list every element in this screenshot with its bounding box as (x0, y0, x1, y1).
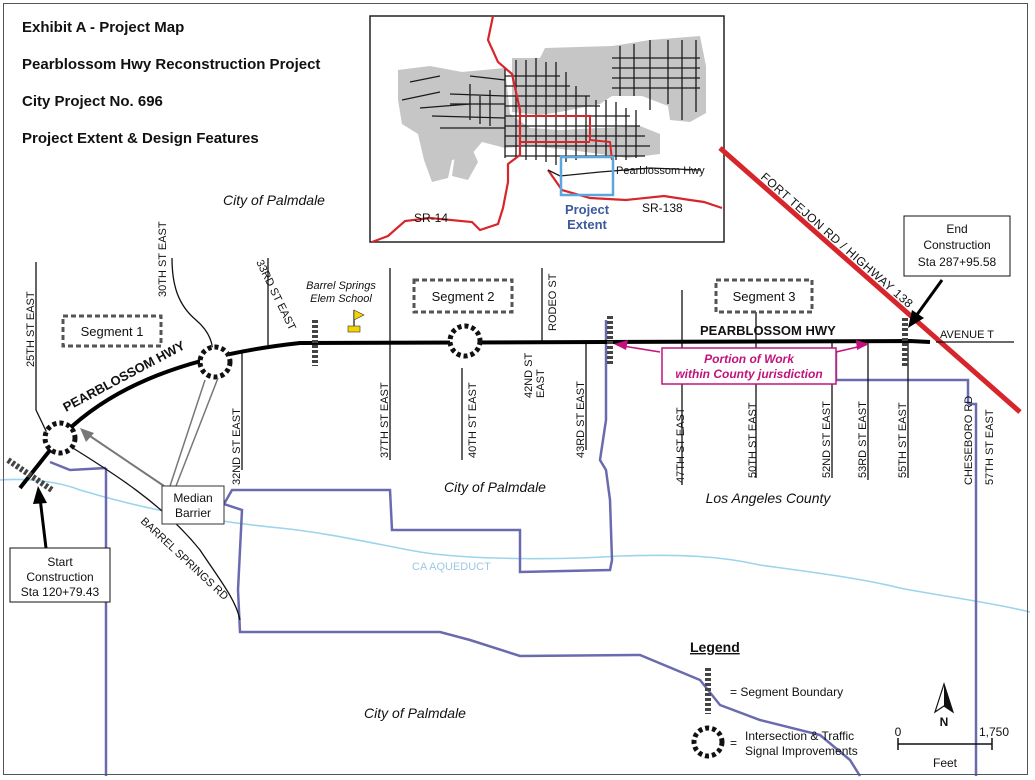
intersection-markers (42, 323, 483, 456)
legend-intersection-label: Signal Improvements (745, 744, 858, 758)
street-47th-label: 47TH ST EAST (675, 407, 687, 483)
inset-project-extent-label: Extent (567, 217, 607, 232)
school-label-line2: Elem School (310, 293, 372, 305)
street-32nd-label: 32ND ST EAST (231, 408, 243, 485)
inset-sr14-label: SR-14 (414, 211, 448, 225)
county-jurisdiction-callout: Portion of Work within County jurisdicti… (614, 340, 869, 385)
scale-max-label: 1,750 (979, 725, 1009, 739)
scale-zero-label: 0 (895, 725, 902, 739)
exhibit-title: Exhibit A - Project Map (22, 19, 185, 36)
start-construction-callout: Start Construction Sta 120+79.43 (9, 486, 111, 603)
school-flag-icon (347, 309, 365, 333)
street-50th-label: 50TH ST EAST (747, 402, 759, 478)
scale-bar: 0 1,750 Feet (895, 725, 1010, 770)
start-construction-label: Construction (26, 570, 93, 584)
street-33rd-label: 33RD ST EAST (253, 258, 298, 333)
barrel-springs-rd-label: BARREL SPRINGS RD (138, 515, 230, 602)
median-barrier-label: Median (173, 491, 212, 505)
school-label-line1: Barrel Springs (306, 280, 376, 292)
inset-project-extent-label: Project (565, 202, 610, 217)
segment-boundary (6, 457, 54, 493)
inset-city-area (432, 148, 448, 180)
inset-sr138 (547, 169, 723, 210)
street-rodeo-label: RODEO ST (547, 273, 559, 331)
legend-segment-boundary-label: = Segment Boundary (730, 685, 843, 699)
aqueduct (0, 478, 1031, 613)
street-43rd-label: 43RD ST EAST (575, 381, 587, 458)
city-palmdale-mid-label: City of Palmdale (444, 479, 546, 495)
inset-pearblossom-road (547, 167, 701, 177)
legend-intersection-label: Intersection & Traffic (745, 729, 854, 743)
project-subtitle: Project Extent & Design Features (22, 130, 259, 147)
inset-city-area (452, 144, 478, 180)
inset-project-extent-box (559, 155, 615, 197)
end-station-label: Sta 287+95.58 (918, 255, 997, 269)
street-30th-label: 30TH ST EAST (157, 221, 169, 297)
scale-unit-label: Feet (933, 756, 958, 770)
city-palmdale-top-label: City of Palmdale (223, 192, 325, 208)
los-angeles-county-label: Los Angeles County (706, 490, 832, 506)
inset-sr14 (371, 15, 522, 244)
legend-title: Legend (690, 639, 740, 655)
aqueduct-label: CA AQUEDUCT (412, 561, 491, 573)
end-construction-callout: End Construction Sta 287+95.58 (903, 215, 1011, 328)
legend-equals: = (730, 736, 737, 750)
street-53rd-label: 53RD ST EAST (857, 401, 869, 478)
segment-2-label: Segment 2 (432, 289, 495, 304)
avenue-t-label: AVENUE T (940, 329, 994, 341)
county-work-label: Portion of Work (704, 352, 795, 366)
street-cheseboro-label: CHESEBORO RD (963, 396, 975, 485)
project-number: City Project No. 696 (22, 93, 163, 110)
city-palmdale-bottom-label: City of Palmdale (364, 705, 466, 721)
end-construction-label: Construction (923, 238, 990, 252)
segment-boxes: Segment 1 Segment 2 Segment 3 (61, 278, 814, 348)
north-label: N (940, 715, 949, 729)
intersection-marker (447, 323, 483, 359)
median-barrier-label: Barrier (175, 506, 211, 520)
city-boundary (49, 320, 978, 777)
north-arrow-icon: N (933, 682, 955, 729)
end-construction-label: End (946, 222, 967, 236)
street-42nd-label: 42ND ST (523, 352, 535, 398)
inset-red-route (520, 115, 613, 161)
street-52nd-label: 52ND ST EAST (821, 401, 833, 478)
street-40th-label: 40TH ST EAST (467, 382, 479, 458)
pearblossom-hwy-label: PEARBLOSSOM HWY (700, 323, 836, 338)
inset-map: SR-14 SR-138 Pearblossom Hwy Project Ext… (369, 15, 725, 244)
intersection-marker (197, 344, 233, 380)
fort-tejon-road (718, 146, 1022, 414)
inset-sr138-label: SR-138 (642, 201, 683, 215)
street-37th-label: 37TH ST EAST (379, 382, 391, 458)
median-barrier-callout: Median Barrier (80, 377, 225, 525)
legend-intersection-symbol (691, 725, 725, 759)
intersection-marker (42, 420, 78, 456)
county-work-label: within County jurisdiction (675, 367, 822, 381)
street-57th-label: 57TH ST EAST (984, 409, 996, 485)
street-25th-label: 25TH ST EAST (25, 291, 37, 367)
pearblossom-hwy (18, 338, 931, 490)
inset-pearblossom-label: Pearblossom Hwy (616, 165, 705, 177)
street-55th-label: 55TH ST EAST (897, 402, 909, 478)
area-labels: City of Palmdale City of Palmdale Los An… (223, 192, 831, 721)
segment-boundaries (6, 316, 908, 493)
start-station-label: Sta 120+79.43 (21, 585, 100, 599)
legend: Legend = Segment Boundary = Intersection… (690, 639, 858, 759)
segment-1-label: Segment 1 (81, 324, 144, 339)
segment-3-label: Segment 3 (733, 289, 796, 304)
start-construction-label: Start (47, 555, 73, 569)
pearblossom-hwy-curve-label: PEARBLOSSOM HWY (60, 338, 187, 415)
project-name: Pearblossom Hwy Reconstruction Project (22, 56, 321, 73)
street-42nd-label-east: EAST (535, 369, 547, 398)
